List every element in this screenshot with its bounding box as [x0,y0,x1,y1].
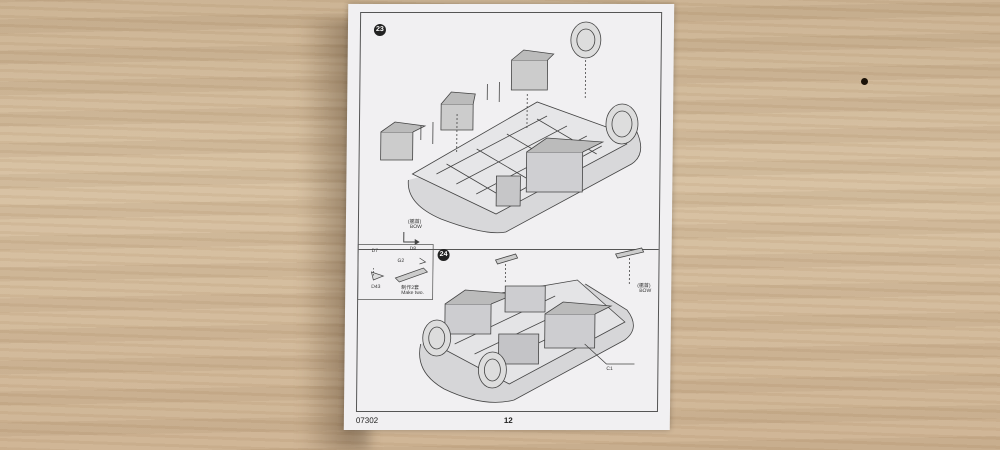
part-c1-label: C1 [606,366,613,372]
inset-box [357,244,434,300]
hovercraft-assembly-bottom [419,247,645,403]
inset-parts-drawing [370,257,429,283]
hovercraft-assembly-top [380,21,642,234]
instruction-sheet: 23 [343,4,675,430]
table-hole [861,78,868,85]
bow-text-bottom: BOW [639,288,652,294]
bow-text-top: BOW [409,224,422,230]
page-number: 12 [503,416,513,425]
bow-arrow-top [403,232,420,245]
page-code: 07302 [355,416,379,425]
